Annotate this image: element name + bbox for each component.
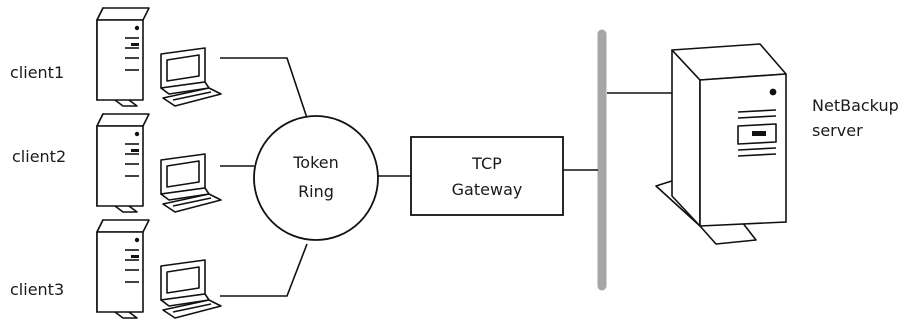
token-ring-label-line1: Token	[292, 153, 339, 172]
client3-computer-icon	[96, 219, 222, 319]
client1-link	[220, 57, 308, 119]
tcp-gateway-label-line2: Gateway	[452, 180, 523, 199]
client1-computer-icon	[96, 7, 222, 107]
client3-link	[220, 243, 308, 297]
tcp-gateway-box	[410, 136, 564, 216]
server-tower-icon	[655, 43, 787, 245]
token-ring-node	[253, 115, 379, 241]
client2-label: client2	[12, 147, 66, 166]
server-label-line1: NetBackup	[812, 96, 899, 115]
client3-label: client3	[10, 280, 64, 299]
token-ring-label-line2: Ring	[298, 182, 334, 201]
tcp-gateway-label-line1: TCP	[471, 154, 502, 173]
server-label-line2: server	[812, 121, 863, 140]
client1-label: client1	[10, 63, 64, 82]
client2-computer-icon	[96, 113, 222, 213]
